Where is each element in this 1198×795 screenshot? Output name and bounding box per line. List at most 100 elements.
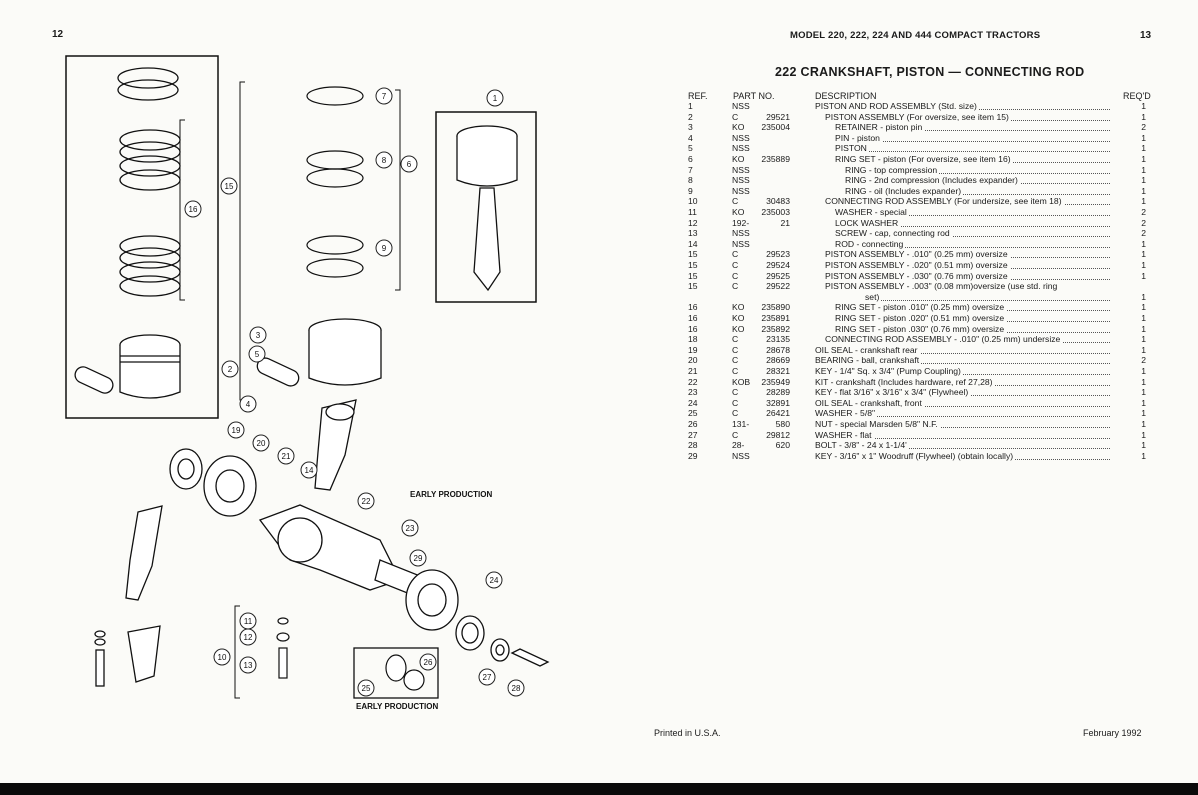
- row-part-number: 235892: [761, 323, 790, 334]
- row-ref: 15: [688, 260, 698, 270]
- row-part-number: 235891: [761, 313, 790, 323]
- callout-number: 14: [305, 466, 314, 475]
- callout-number: 11: [244, 617, 253, 626]
- row-part-prefix: NSS: [732, 101, 750, 111]
- row-req: 1: [1141, 143, 1146, 154]
- row-part-number: 28678: [766, 344, 790, 355]
- row-req: 1: [1141, 101, 1146, 111]
- callout-circle: [227, 421, 245, 439]
- row-part-prefix: KO: [732, 154, 745, 164]
- row-description: ROD - connecting: [835, 238, 1110, 249]
- right-page-number: 13: [1140, 30, 1152, 41]
- row-description: set): [865, 291, 1110, 302]
- row-description-text: KEY - 1/4" Sq. x 3/4" (Pump Coupling): [815, 366, 963, 376]
- left-page-number: 12: [52, 29, 64, 40]
- row-description: RING SET - piston .030" (0.76 mm) oversi…: [835, 323, 1110, 334]
- row-description-text: RING - top compression: [845, 164, 940, 175]
- callout-circle: [213, 648, 231, 666]
- row-description: RING - oil (Includes expander): [845, 185, 1110, 196]
- row-description: OIL SEAL - crankshaft, front: [815, 397, 1110, 408]
- callout-number: 24: [490, 576, 499, 585]
- row-ref: 8: [688, 175, 693, 186]
- row-req: 1: [1141, 260, 1146, 270]
- callout-number: 15: [225, 182, 234, 191]
- row-ref: 7: [688, 164, 693, 175]
- callout-number: 2: [228, 365, 233, 374]
- row-ref: 4: [688, 132, 693, 143]
- row-ref: 11: [688, 207, 697, 217]
- row-req: 1: [1141, 334, 1146, 345]
- row-description: PISTON: [835, 143, 1110, 154]
- row-description-text: PISTON ASSEMBLY - .020" (0.51 mm) oversi…: [825, 260, 1010, 270]
- print-date: February 1992: [1083, 728, 1142, 738]
- row-part-prefix: NSS: [732, 228, 750, 239]
- row-description-text: KEY - 3/16" x 1" Woodruff (Flywheel) (ob…: [815, 450, 1016, 461]
- callout-number: 9: [382, 244, 387, 253]
- row-part-prefix: C: [732, 111, 739, 122]
- row-description-text: PISTON ASSEMBLY (For oversize, see item …: [825, 111, 1011, 122]
- row-part-number: 235889: [761, 154, 790, 164]
- row-part-number: 26421: [766, 408, 790, 419]
- row-ref: 21: [688, 366, 698, 376]
- col-part: PART NO.: [733, 91, 775, 101]
- row-part-number: 29525: [766, 270, 790, 281]
- row-part-number: 28321: [766, 366, 790, 376]
- callout-number: 8: [382, 156, 387, 165]
- row-description: RETAINER - piston pin: [835, 122, 1110, 133]
- row-req: 1: [1141, 132, 1146, 143]
- row-description: BOLT - 3/8" - 24 x 1-1/4': [815, 440, 1110, 451]
- row-description: PIN - piston: [835, 132, 1110, 143]
- row-part-number: 29812: [766, 429, 790, 440]
- ring-set-drawing: [117, 67, 181, 297]
- callout-number: 12: [244, 633, 253, 642]
- row-part-number: 28289: [766, 387, 790, 398]
- callout-number: 20: [257, 439, 266, 448]
- callout-circle: [400, 155, 418, 173]
- row-description: PISTON ASSEMBLY - .030" (0.76 mm) oversi…: [825, 270, 1110, 281]
- row-description: RING SET - piston .020" (0.51 mm) oversi…: [835, 313, 1110, 323]
- row-part-prefix: C: [732, 387, 739, 398]
- row-ref: 24: [688, 397, 698, 408]
- callout-circle: [375, 87, 393, 105]
- row-part-prefix: KO: [732, 323, 745, 334]
- row-ref: 29: [688, 450, 698, 461]
- row-req: 1: [1141, 249, 1146, 260]
- callout-circle: [357, 679, 375, 697]
- row-ref: 5: [688, 143, 693, 154]
- row-description: SCREW - cap, connecting rod: [835, 228, 1110, 239]
- row-part-prefix: KO: [732, 122, 745, 133]
- callout-circle: [478, 668, 496, 686]
- row-ref: 16: [688, 313, 698, 323]
- row-req: 1: [1141, 450, 1146, 461]
- row-ref: 9: [688, 185, 693, 196]
- exploded-view-illustration: EARLY PRODUCTION EARLY PRODUCTION 123456…: [65, 55, 550, 711]
- row-part-number: 235949: [761, 376, 790, 387]
- row-description: PISTON ASSEMBLY - .010" (0.25 mm) oversi…: [825, 249, 1110, 260]
- row-description-text: SCREW - cap, connecting rod: [835, 228, 952, 239]
- callout-number: 13: [244, 661, 253, 670]
- row-req: 1: [1141, 366, 1146, 376]
- callout-number: 26: [424, 658, 433, 667]
- callout-number: 6: [407, 160, 412, 169]
- callout-number: 23: [406, 524, 415, 533]
- row-description: CONNECTING ROD ASSEMBLY (For undersize, …: [825, 196, 1110, 207]
- row-part-number: 30483: [766, 196, 790, 207]
- callout-circle: [486, 89, 504, 107]
- callout-circle: [375, 151, 393, 169]
- row-req: 1: [1141, 111, 1146, 122]
- row-description: WASHER - special: [835, 207, 1110, 217]
- callout-number: 21: [282, 452, 291, 461]
- row-part-prefix: C: [732, 344, 739, 355]
- row-part-number: 620: [775, 440, 790, 451]
- row-description: LOCK WASHER: [835, 217, 1110, 228]
- callout-circle: [409, 549, 427, 567]
- row-part-prefix: NSS: [732, 164, 750, 175]
- row-description: RING - 2nd compression (Includes expande…: [845, 175, 1110, 186]
